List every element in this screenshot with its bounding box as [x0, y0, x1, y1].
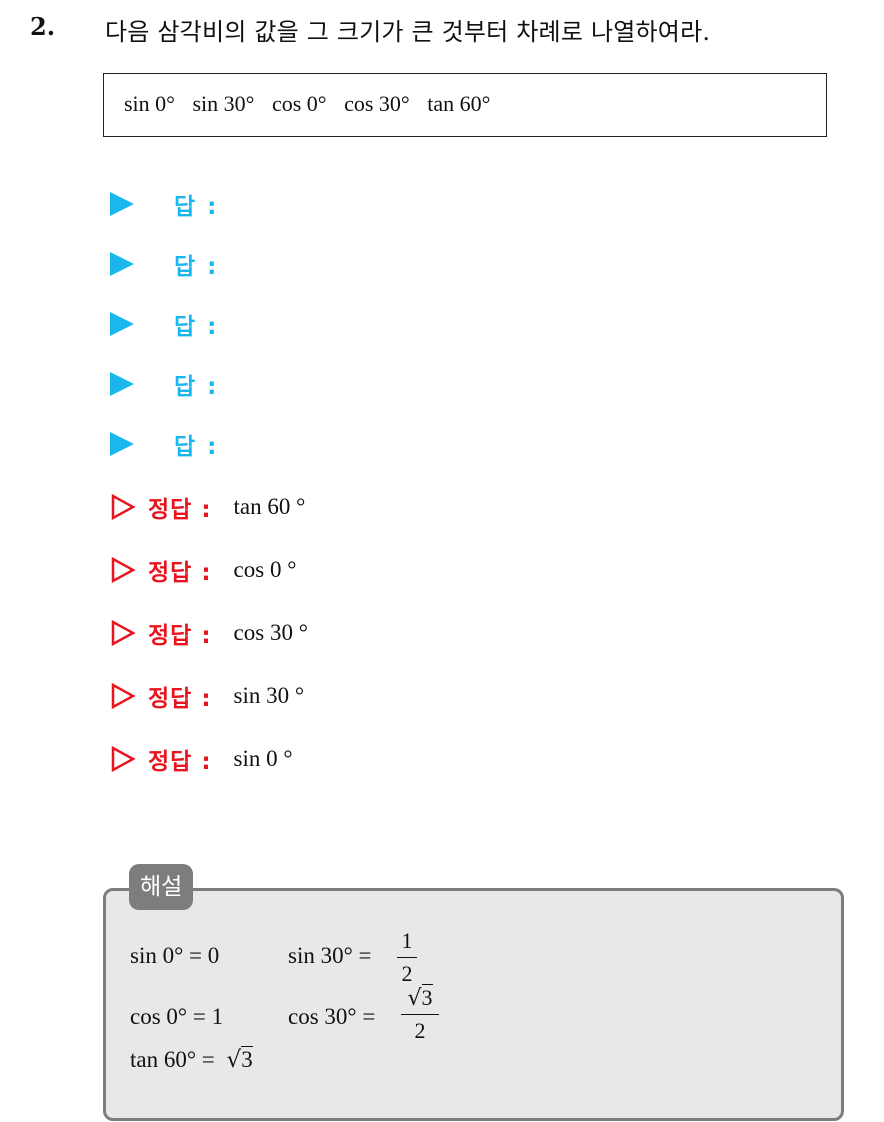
given-items: sin 0° sin 30° cos 0° cos 30° tan 60° — [124, 91, 502, 117]
explanation-line-sin30-lhs: sin 30° = — [288, 943, 372, 968]
answer-row: 답 : — [110, 426, 218, 462]
given-item: sin 0° — [124, 91, 175, 116]
solution-label: 정답 : — [148, 686, 212, 712]
given-item: cos 0° — [271, 91, 327, 116]
answer-row: 답 : — [110, 306, 218, 342]
fraction: 1 2 — [397, 928, 417, 987]
solution-row: 정답 : sin 30 ° — [110, 678, 304, 714]
solution-value: sin 0 ° — [233, 746, 293, 771]
outline-triangle-icon — [111, 746, 136, 772]
explanation-line-cos0: cos 0° = 1 — [130, 1004, 224, 1029]
answer-row: 답 : — [110, 366, 218, 402]
explanation-tab: 해설 — [129, 864, 194, 910]
solution-label: 정답 : — [148, 497, 212, 523]
solution-row: 정답 : sin 0 ° — [110, 741, 293, 777]
solution-label: 정답 : — [148, 749, 212, 775]
play-triangle-icon — [110, 432, 134, 456]
question-text: 다음 삼각비의 값을 그 크기가 큰 것부터 차례로 나열하여라. — [105, 18, 711, 46]
solution-value: cos 30 ° — [233, 620, 308, 645]
fraction-denominator: 2 — [414, 1018, 426, 1043]
outline-triangle-icon — [111, 620, 136, 646]
explanation-box — [103, 888, 844, 1121]
solution-value: sin 30 ° — [233, 683, 305, 708]
given-item: sin 30° — [192, 91, 255, 116]
answer-label: 답 : — [174, 434, 219, 460]
given-item: tan 60° — [427, 91, 491, 116]
outline-triangle-icon — [111, 494, 136, 520]
solution-row: 정답 : cos 0 ° — [110, 552, 296, 588]
explanation-line-sin0: sin 0° = 0 — [130, 943, 220, 968]
outline-triangle-icon — [111, 683, 136, 709]
answer-label: 답 : — [174, 254, 219, 280]
play-triangle-icon — [110, 252, 134, 276]
answer-label: 답 : — [174, 314, 219, 340]
fraction: √3 2 — [401, 984, 439, 1044]
fraction-denominator: 2 — [401, 961, 413, 986]
answer-row: 답 : — [110, 246, 218, 282]
solution-value: cos 0 ° — [233, 557, 297, 582]
given-item: cos 30° — [344, 91, 410, 116]
play-triangle-icon — [110, 372, 134, 396]
solution-label: 정답 : — [148, 560, 212, 586]
sqrt-radicand: 3 — [241, 1046, 253, 1072]
outline-triangle-icon — [111, 557, 136, 583]
solution-value: tan 60 ° — [233, 494, 306, 519]
play-triangle-icon — [110, 312, 134, 336]
tan60-lhs: tan 60° = — [130, 1047, 215, 1072]
answer-row: 답 : — [110, 186, 218, 222]
question-number: 2. — [30, 12, 56, 41]
solution-row: 정답 : cos 30 ° — [110, 615, 308, 651]
answer-label: 답 : — [174, 194, 219, 220]
answer-label: 답 : — [174, 374, 219, 400]
explanation-line-cos30-lhs: cos 30° = — [288, 1004, 376, 1029]
given-box: sin 0° sin 30° cos 0° cos 30° tan 60° — [103, 73, 827, 137]
fraction-numerator: 1 — [401, 928, 413, 953]
sqrt-radicand: 3 — [421, 984, 433, 1010]
play-triangle-icon — [110, 192, 134, 216]
explanation-line-tan60: tan 60° = √3 — [130, 1046, 253, 1073]
solution-row: 정답 : tan 60 ° — [110, 489, 305, 525]
solution-label: 정답 : — [148, 623, 212, 649]
